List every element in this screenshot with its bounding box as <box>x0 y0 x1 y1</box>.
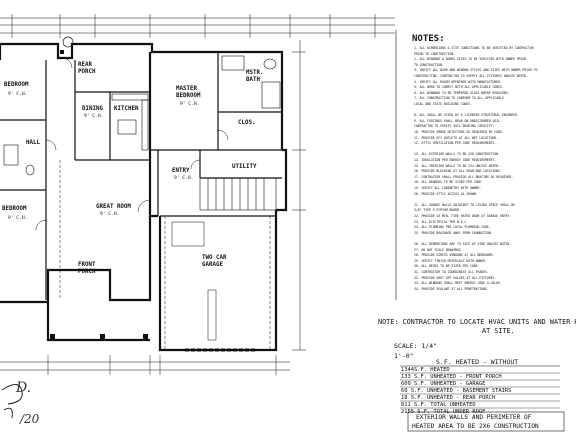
square-footage-row: 600 S.F. UNHEATED - GARAGE <box>401 381 486 387</box>
note-line: PRIOR TO CONSTRUCTION. <box>414 51 456 56</box>
note-line: 22. PROVIDE 20 MIN. FIRE RATED DOOR AT G… <box>414 214 512 218</box>
room-label-bedroom: BEDROOM <box>4 82 29 88</box>
note-line: 5/8" TYPE X GYPSUM BOARD. <box>414 208 461 213</box>
note-line: 18. ALL HEADERS TO BE SIZED PER CODE. <box>414 180 484 185</box>
room-label-master-2: BEDROOM <box>176 93 201 99</box>
exterior-note-line-1: EXTERIOR WALLS AND PERIMETER OF <box>416 414 532 421</box>
note-line: 5. ALL WORK TO COMPLY WITH ALL APPLICABL… <box>414 85 504 90</box>
note-line: 32. PROVIDE SHUT OFF VALVES AT ALL FIXTU… <box>414 275 497 280</box>
note-line: 34. PROVIDE SEALANT AT ALL PENETRATIONS. <box>414 286 489 291</box>
square-footage-row: 18 S.F. UNHEATED - REAR PORCH <box>401 395 496 401</box>
note-line: TO CONSTRUCTION. <box>414 62 444 67</box>
square-footage-title: S.F. HEATED - WITHOUT <box>436 358 519 366</box>
note-line: 15. ALL INTERIOR WALLS TO BE 2X4 UNLESS … <box>414 163 500 168</box>
ceiling-height-label: 9' C.H. <box>84 114 104 119</box>
square-footage-row: 133 S.F. UNHEATED - FRONT PORCH <box>401 374 502 380</box>
note-line: 21. ALL GARAGE WALLS ADJACENT TO LIVING … <box>414 202 515 207</box>
note-line: 24. ALL PLUMBING PER LOCAL PLUMBING CODE… <box>414 225 491 230</box>
room-label-rear-porch-2: PORCH <box>78 69 96 75</box>
hvac-note-line-1: NOTE: CONTRACTOR TO LOCATE HVAC UNITS AN… <box>378 318 576 326</box>
note-line: 28. PROVIDE EGRESS WINDOWS AT ALL BEDROO… <box>414 253 495 258</box>
room-label-entry: ENTRY <box>172 168 190 174</box>
room-label-mstr-bath-2: BATH <box>246 77 260 83</box>
square-footage-row: 2155 S.F. TOTAL UNDER ROOF <box>401 409 486 415</box>
ceiling-height-label: 9' C.H. <box>180 102 200 107</box>
note-line: 27. DO NOT SCALE DRAWINGS. <box>414 247 463 252</box>
note-line: 17. CONTRACTOR SHALL PROVIDE ALL BRACING… <box>414 174 514 179</box>
note-line: CONTRACTOR TO VERIFY SOIL BEARING CAPACI… <box>414 124 495 129</box>
ceiling-height-label: 9' C.H. <box>100 212 120 217</box>
scale-label-unit: 1'-0" <box>394 352 414 360</box>
note-line: 31. CONTRACTOR TO COORDINATE ALL TRADES. <box>414 270 489 274</box>
square-footage-row: 811 S.F. TOTAL UNHEATED <box>401 402 476 408</box>
signature-date: /20 <box>20 412 40 426</box>
ceiling-height-label: 9' C.H. <box>8 216 28 221</box>
room-label-garage-2: GARAGE <box>202 262 223 268</box>
room-label-utility: UTILITY <box>232 164 257 170</box>
room-label-bedroom-2: BEDROOM <box>2 206 27 212</box>
room-label-front-porch-2: PORCH <box>78 269 96 275</box>
note-line: 10. PROVIDE SMOKE DETECTORS AS REQUIRED … <box>414 130 504 134</box>
note-line: 19. VERIFY ALL CABINETRY WITH OWNER. <box>414 186 482 190</box>
room-label-great-room: GREAT ROOM <box>96 204 131 210</box>
note-line: 2. ALL WINDOWS & DOORS SIZES TO BE VERIF… <box>414 57 527 62</box>
room-label-kitchen: KITCHEN <box>114 106 139 112</box>
note-line: 26. ALL DIMENSIONS ARE TO FACE OF STUD U… <box>414 242 512 246</box>
exterior-note-line-2: HEATED AREA TO BE 2X6 CONSTRUCTION <box>412 423 539 430</box>
note-line: 12. ATTIC VENTILATION PER CODE REQUIREME… <box>414 141 497 146</box>
room-label-garage-1: TWO CAR <box>202 255 227 261</box>
note-line: 23. ALL ELECTRICAL PER N.E.C. <box>414 219 469 224</box>
square-footage-row: 1344S.F. HEATED <box>401 367 450 373</box>
note-line: 7. ALL CONSTRUCTION TO CONFORM TO ALL AP… <box>414 96 504 101</box>
note-line: 14. INSULATION PER ENERGY CODE REQUIREME… <box>414 158 497 162</box>
room-label-clos: CLOS. <box>238 120 256 126</box>
note-line: CONSTRUCTION. CONTRACTOR TO SUPPLY ALL F… <box>414 74 529 78</box>
room-label-hall: HALL <box>26 140 40 146</box>
signature-mark: D. <box>16 380 32 396</box>
note-line: 6. ALL WINDOWS TO BE TEMPERED GLASS WHER… <box>414 90 510 95</box>
ceiling-height-label: 9' C.H. <box>8 92 28 97</box>
note-line: 25. PROVIDE DRAINAGE AWAY FROM FOUNDATIO… <box>414 230 493 235</box>
ceiling-height-label: 9' C.H. <box>174 176 194 181</box>
note-line: 16. PROVIDE BLOCKING AT ALL GRAB BAR LOC… <box>414 169 502 174</box>
scale-label: SCALE: 1/4" <box>394 342 438 350</box>
note-line: 11. PROVIDE GFI OUTLETS AT ALL WET LOCAT… <box>414 135 499 140</box>
hvac-note-line-2: AT SITE. <box>482 327 515 335</box>
note-line: LOCAL AND STATE BUILDING CODES. <box>414 102 472 106</box>
room-label-rear-porch-1: REAR <box>78 62 92 68</box>
note-line: 13. ALL EXTERIOR WALLS TO BE 2X6 CONSTRU… <box>414 152 500 157</box>
note-line: 9. ALL FOOTINGS SHALL BEAR ON UNDISTURBE… <box>414 118 502 123</box>
note-line: 1. ALL DIMENSIONS & SITE CONDITIONS TO B… <box>414 46 534 50</box>
note-line: 4. VERIFY ALL ROUGH OPENINGS WITH MANUFA… <box>414 79 502 84</box>
room-label-dining: DINING <box>82 106 103 112</box>
room-label-front-porch-1: FRONT <box>78 262 96 268</box>
note-line: 30. ALL DECKS TO BE SIZED PER CODE. <box>414 264 480 269</box>
note-line: 33. ALL WINDOWS SHALL MEET ENERGY CODE U… <box>414 281 502 286</box>
note-line: 29. VERIFY FINISH MATERIALS WITH OWNER. <box>414 258 487 263</box>
room-label-mstr-bath-1: MSTR. <box>246 70 264 76</box>
room-label-master-1: MASTER <box>176 86 197 92</box>
square-footage-row: 60 S.F. UNHEATED - BASEMENT STAIRS <box>401 388 512 394</box>
note-line: 8. ALL SHALL BE SIZED BY A LICENSED STRU… <box>414 113 519 118</box>
note-line: 3. VERIFY ALL DOOR AND WINDOW STYLES AND… <box>414 68 538 73</box>
note-line: 20. PROVIDE ATTIC ACCESS AS SHOWN. <box>414 191 478 196</box>
notes-title: NOTES: <box>412 34 445 44</box>
